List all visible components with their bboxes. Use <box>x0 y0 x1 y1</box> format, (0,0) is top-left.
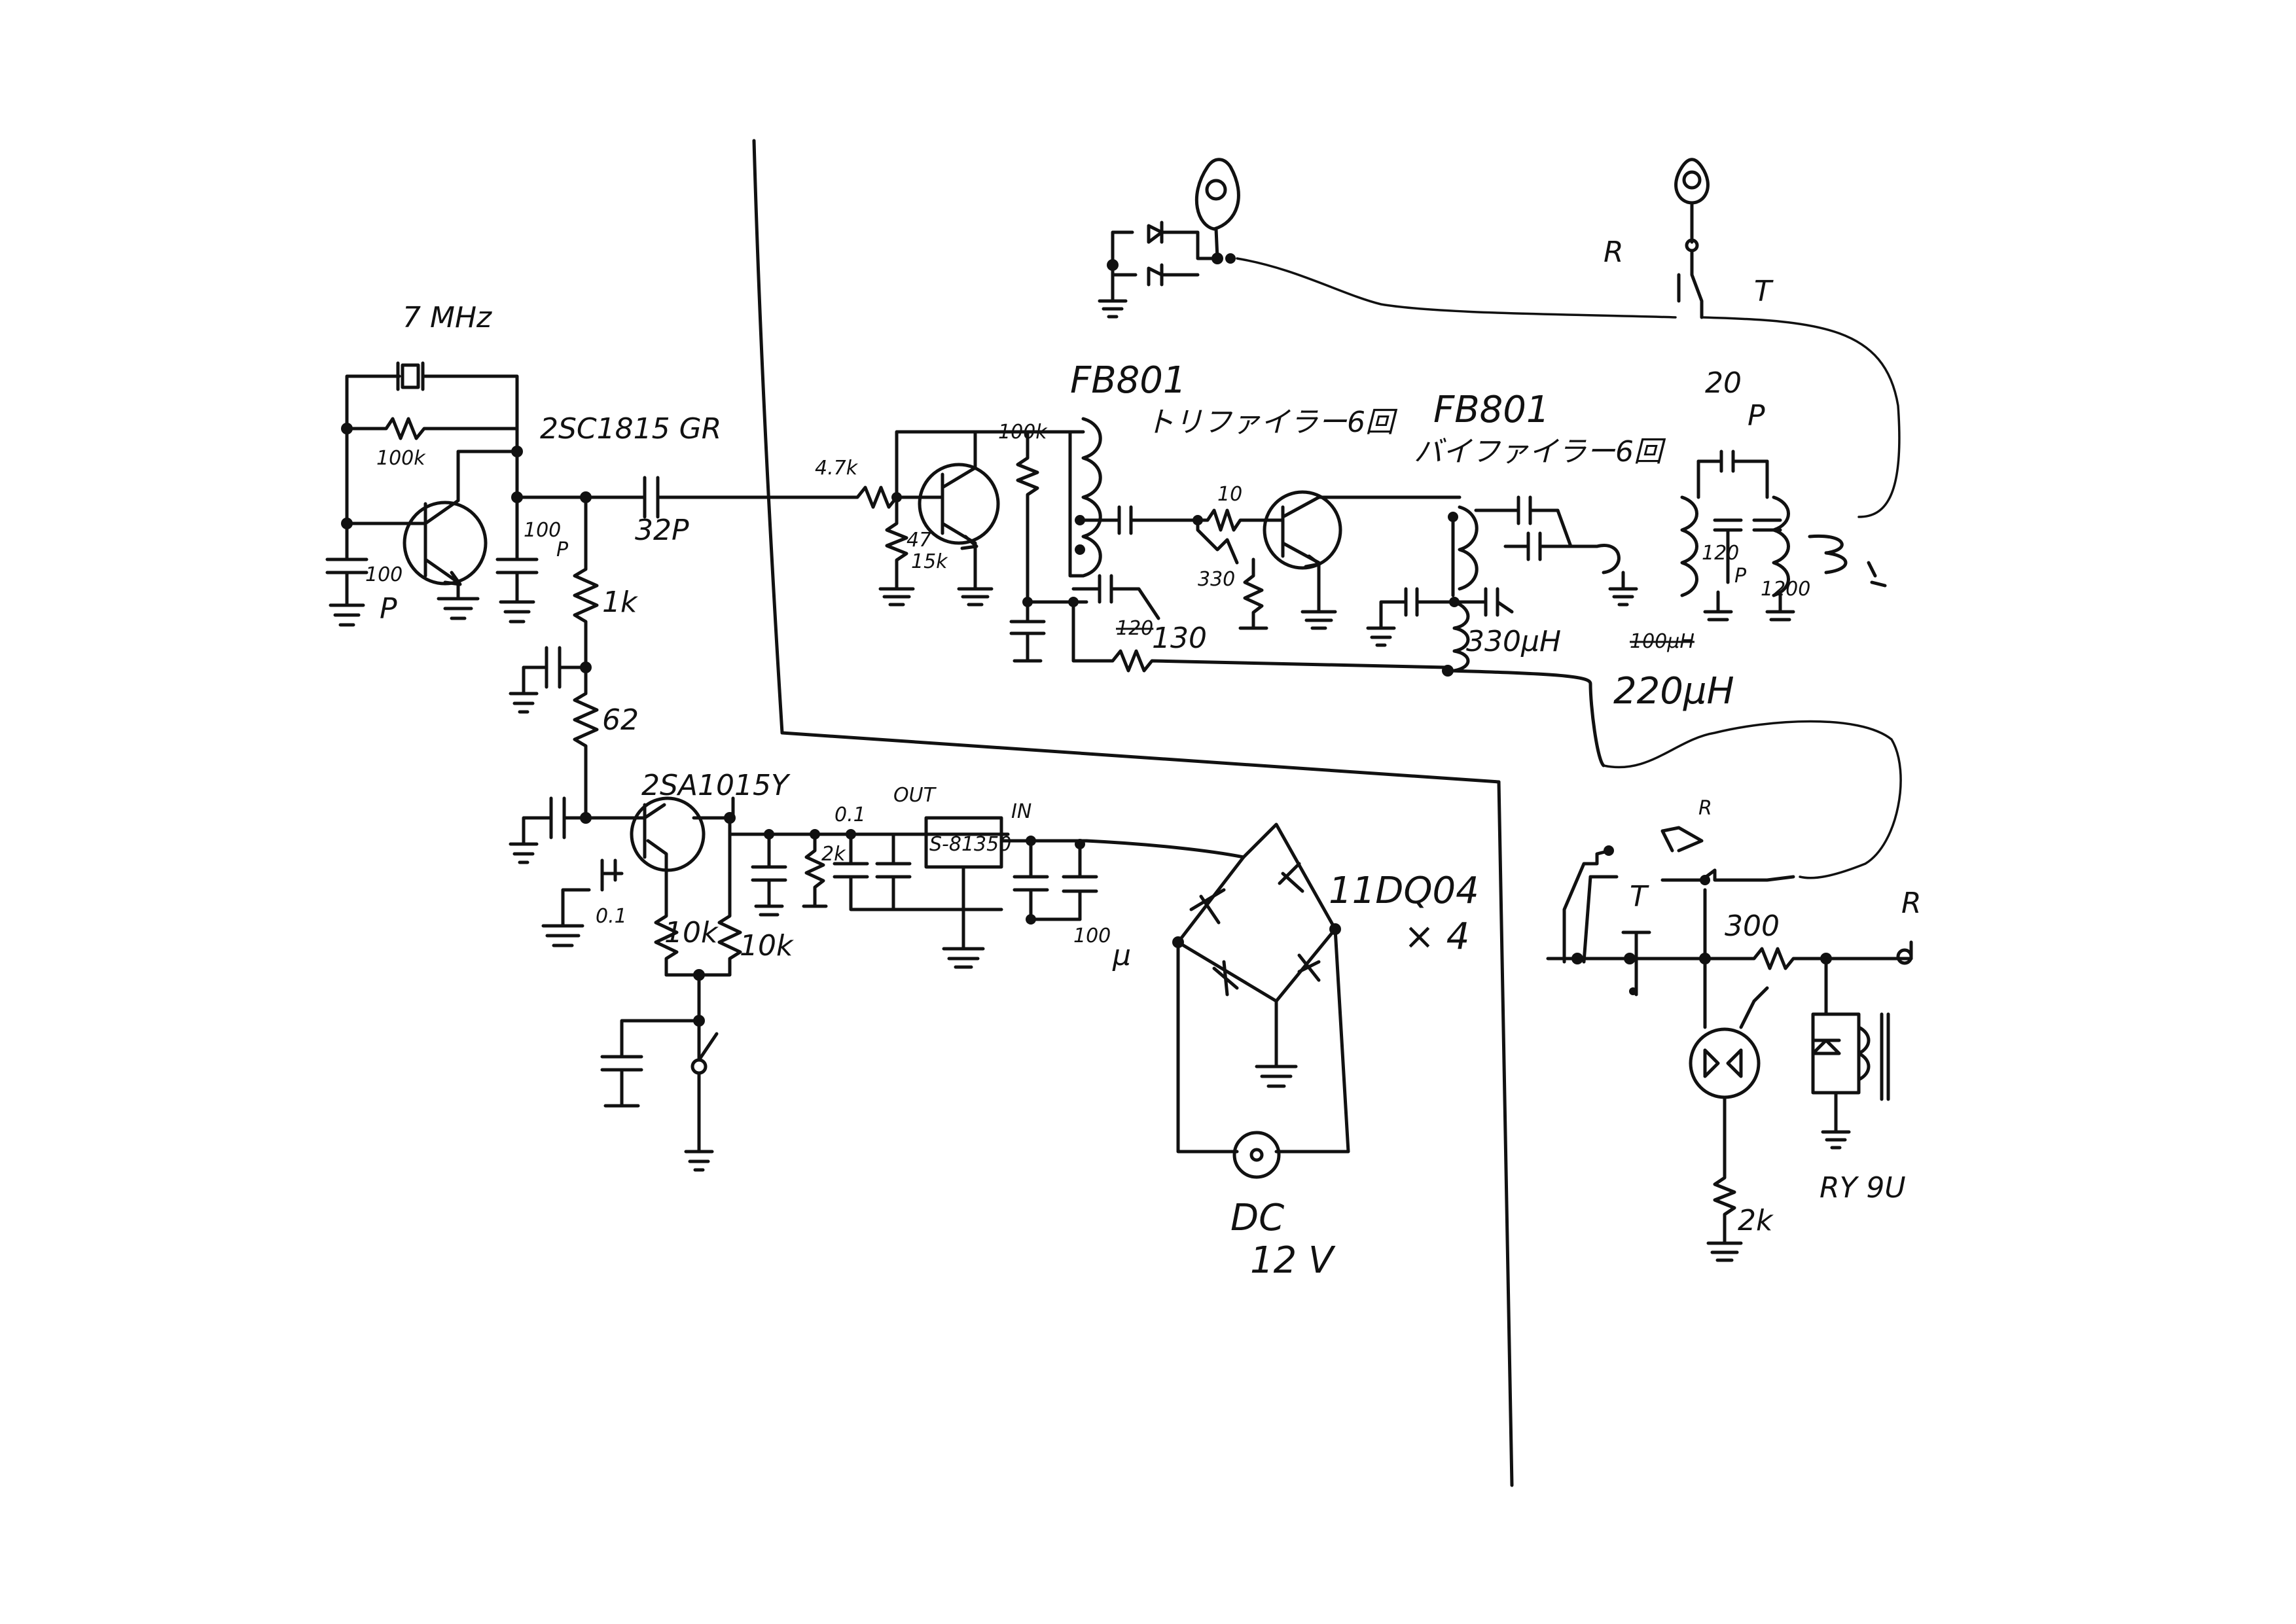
ant-t-label: T <box>1754 275 1774 308</box>
out-r-label: R <box>1901 887 1922 920</box>
c-100p-left-unit: P <box>380 592 397 626</box>
ant-r-label: R <box>1604 236 1624 269</box>
diodes-qty-label: × 4 <box>1404 915 1469 958</box>
l-220uh-label: 220μH <box>1613 670 1734 713</box>
regulator-label: S-81350 <box>929 833 1011 856</box>
out-label: OUT <box>893 784 937 807</box>
led-pair-icon <box>1689 1027 1761 1099</box>
c-20p-label: 20 <box>1705 366 1742 400</box>
transistor-q3-icon <box>1263 490 1342 570</box>
r-62-label: 62 <box>602 703 639 737</box>
relay-r-label: R <box>1698 797 1712 820</box>
r-10-label: 10 <box>1217 483 1242 506</box>
low-pass-filter <box>1680 450 1887 622</box>
c-100p-left-label: 100 <box>365 563 403 586</box>
tr-relay <box>1546 720 1913 1262</box>
r-10k-b-label: 10k <box>740 929 794 962</box>
dc-volt-label: 12 V <box>1250 1239 1336 1282</box>
r-47-label: 47 <box>906 529 931 552</box>
crystal-frequency-label: 7 MHz <box>403 301 492 334</box>
trifilar-label: トリファイラー6回 <box>1145 406 1398 439</box>
l-old-label: 100μH <box>1630 630 1695 653</box>
c-120p-unit: P <box>1734 565 1747 588</box>
r-1k-label: 1k <box>602 586 638 619</box>
board-outline <box>752 139 1514 1487</box>
regulator-section <box>509 796 1246 1172</box>
diodes-label: 11DQ04 <box>1329 870 1479 912</box>
pnp-transistor-label: 2SA1015Y <box>641 769 791 802</box>
transistor-q2-icon <box>918 463 1000 545</box>
bifilar-label: バイファイラー6回 <box>1414 435 1666 468</box>
c-0-1-reg-label: 0.1 <box>834 803 866 826</box>
c-100u-label: 100 <box>1073 925 1111 947</box>
r-2k-reg-label: 2k <box>821 843 846 866</box>
crystal-icon <box>401 363 420 389</box>
r-100k-2-label: 100k <box>998 421 1048 444</box>
fb801-1-label: FB801 <box>1070 359 1187 402</box>
crystal-oscillator <box>325 361 853 824</box>
dc-label: DC <box>1230 1197 1284 1239</box>
c-1200-label: 1200 <box>1761 578 1810 601</box>
c-100u-unit: μ <box>1112 939 1131 972</box>
relay-name-label: RY 9U <box>1820 1171 1906 1205</box>
r-130-old-label: 120 <box>1116 617 1153 640</box>
c-0-1-base-label: 0.1 <box>596 905 627 928</box>
dc-jack-icon <box>1232 1131 1281 1179</box>
r-330-label: 330 <box>1198 568 1235 591</box>
r-15k-label: 15k <box>911 550 948 573</box>
r-130-label: 130 <box>1152 622 1207 655</box>
c-32p-label: 32P <box>635 514 689 547</box>
c-100p-mid-label: 100 <box>524 519 561 542</box>
fb801-2-label: FB801 <box>1433 389 1550 431</box>
c-120p-label: 120 <box>1702 542 1739 565</box>
r-100k-label: 100k <box>376 447 426 470</box>
osc-transistor-label: 2SC1815 GR <box>540 412 721 446</box>
relay-t-label: T <box>1630 880 1649 913</box>
amplifier-section <box>849 417 1638 768</box>
text-labels: 7 MHz 2SC1815 GR 100k 100 P 100 P 1k 32P… <box>365 236 1922 1282</box>
l-330uh-label: 330μH <box>1466 625 1561 658</box>
r-4-7k-label: 4.7k <box>815 457 859 480</box>
r-300-label: 300 <box>1725 909 1780 943</box>
in-label: IN <box>1011 800 1031 823</box>
rx-antenna-protection <box>1098 158 1677 319</box>
c-20p-unit: P <box>1748 399 1765 432</box>
r-10k-a-label: 10k <box>664 916 719 949</box>
diode-bridge <box>1172 822 1350 1179</box>
r-2k-led-label: 2k <box>1738 1204 1774 1237</box>
c-100p-mid-unit: P <box>556 538 569 561</box>
tx-antenna <box>1674 158 1901 518</box>
